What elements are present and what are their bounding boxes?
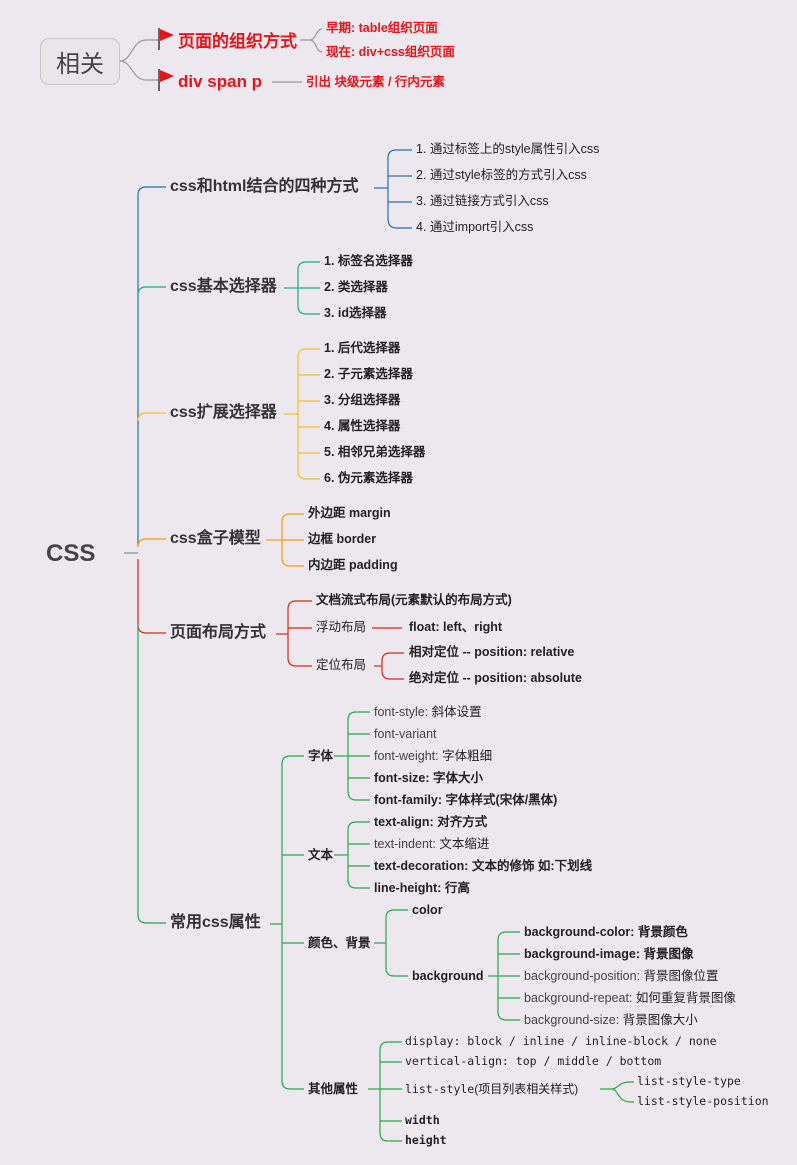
property-item[interactable]: text-decoration: 文本的修饰 如:下划线 — [374, 859, 593, 873]
property-item[interactable]: color — [412, 903, 443, 917]
topic-item[interactable]: 2. 通过style标签的方式引入css — [416, 168, 587, 182]
property-item[interactable]: font-weight: 字体粗细 — [374, 749, 493, 763]
topic-item[interactable]: 2. 类选择器 — [324, 280, 388, 294]
branch-css-html-combination[interactable]: css和html结合的四种方式 — [170, 178, 359, 195]
topic-item[interactable]: 4. 属性选择器 — [324, 419, 401, 433]
property-item[interactable]: background-image: 背景图像 — [524, 947, 694, 961]
group-other-properties[interactable]: 其他属性 — [308, 1082, 359, 1096]
topic-item[interactable]: 浮动布局 — [316, 620, 367, 634]
property-item[interactable]: height — [405, 1133, 447, 1147]
group-font[interactable]: 字体 — [308, 749, 334, 763]
property-item[interactable]: list-style-position — [637, 1094, 769, 1108]
property-item[interactable]: list-style-type — [637, 1074, 741, 1088]
property-item[interactable]: background — [412, 969, 484, 983]
property-item[interactable]: width — [405, 1113, 440, 1127]
property-item[interactable]: vertical-align: top / middle / bottom — [405, 1054, 662, 1068]
property-item[interactable]: text-indent: 文本缩进 — [374, 837, 490, 851]
topic-item[interactable]: 定位布局 — [316, 658, 367, 672]
related-subtopic[interactable]: 现在: div+css组织页面 — [326, 45, 455, 59]
topic-item[interactable]: 4. 通过import引入css — [416, 220, 534, 234]
property-item[interactable]: display: block / inline / inline-block /… — [405, 1034, 717, 1048]
property-item[interactable]: list-style(项目列表相关样式) — [405, 1082, 579, 1096]
group-text[interactable]: 文本 — [308, 848, 334, 862]
property-item[interactable]: background-repeat: 如何重复背景图像 — [524, 991, 736, 1005]
topic-item[interactable]: 3. 通过链接方式引入css — [416, 194, 549, 208]
topic-item[interactable]: 3. 分组选择器 — [324, 393, 401, 407]
topic-item[interactable]: 1. 标签名选择器 — [324, 254, 413, 268]
topic-item[interactable]: 2. 子元素选择器 — [324, 367, 413, 381]
topic-item[interactable]: float: left、right — [409, 620, 503, 634]
related-topic[interactable]: 相关 — [40, 38, 120, 85]
property-item[interactable]: font-variant — [374, 727, 437, 741]
topic-item[interactable]: 5. 相邻兄弟选择器 — [324, 445, 426, 459]
branch-common-properties[interactable]: 常用css属性 — [170, 914, 261, 931]
property-item[interactable]: font-family: 字体样式(宋体/黑体) — [374, 793, 558, 807]
group-color-background[interactable]: 颜色、背景 — [308, 936, 371, 950]
property-item[interactable]: font-style: 斜体设置 — [374, 705, 482, 719]
topic-item[interactable]: 外边距 margin — [308, 506, 391, 520]
related-title: 相关 — [56, 51, 104, 78]
property-item[interactable]: text-align: 对齐方式 — [374, 815, 488, 829]
topic-item[interactable]: 1. 后代选择器 — [324, 341, 401, 355]
topic-item[interactable]: 绝对定位 -- position: absolute — [409, 671, 582, 685]
related-topic-page-organization[interactable]: 页面的组织方式 — [178, 32, 297, 51]
property-item[interactable]: background-color: 背景颜色 — [524, 925, 688, 939]
property-item[interactable]: font-size: 字体大小 — [374, 771, 484, 785]
red-flag-icon — [158, 28, 174, 50]
topic-item[interactable]: 3. id选择器 — [324, 306, 387, 320]
topic-item[interactable]: 6. 伪元素选择器 — [324, 471, 413, 485]
related-topic-div-span-p[interactable]: div span p — [178, 72, 263, 91]
branch-extended-selectors[interactable]: css扩展选择器 — [170, 404, 277, 421]
topic-item[interactable]: 1. 通过标签上的style属性引入css — [416, 142, 600, 156]
property-item[interactable]: background-position: 背景图像位置 — [524, 969, 719, 983]
topic-item[interactable]: 文档流式布局(元素默认的布局方式) — [316, 593, 512, 607]
property-item[interactable]: line-height: 行高 — [374, 881, 470, 895]
related-subtopic[interactable]: 早期: table组织页面 — [326, 21, 438, 35]
property-item[interactable]: background-size: 背景图像大小 — [524, 1013, 698, 1027]
branch-basic-selectors[interactable]: css基本选择器 — [170, 278, 277, 295]
topic-item[interactable]: 内边距 padding — [308, 558, 398, 572]
branch-page-layout[interactable]: 页面布局方式 — [170, 624, 267, 641]
topic-item[interactable]: 边框 border — [308, 532, 377, 546]
central-topic-css[interactable]: CSS — [46, 540, 96, 567]
red-flag-icon — [158, 69, 174, 91]
related-subtopic[interactable]: 引出 块级元素 / 行内元素 — [306, 75, 445, 89]
branch-box-model[interactable]: css盒子模型 — [170, 530, 261, 547]
topic-item[interactable]: 相对定位 -- position: relative — [409, 645, 575, 659]
